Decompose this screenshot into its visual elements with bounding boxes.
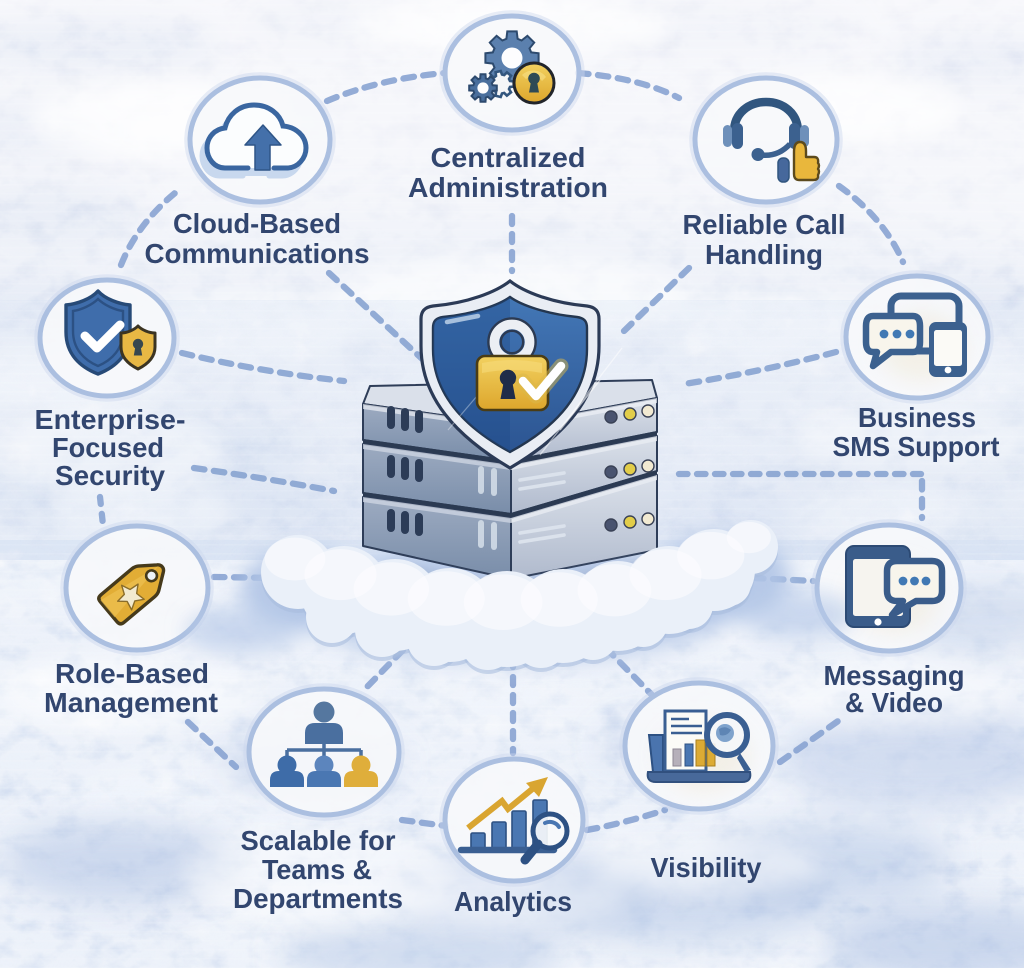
svg-text:Teams &: Teams & bbox=[262, 854, 372, 885]
svg-text:Role-Based: Role-Based bbox=[55, 658, 209, 689]
svg-text:Cloud-Based: Cloud-Based bbox=[173, 208, 341, 239]
svg-text:Departments: Departments bbox=[233, 883, 403, 914]
svg-text:SMS Support: SMS Support bbox=[833, 431, 1000, 462]
svg-text:Management: Management bbox=[44, 687, 218, 718]
svg-text:Messaging: Messaging bbox=[824, 660, 965, 691]
svg-text:Analytics: Analytics bbox=[454, 886, 572, 917]
svg-text:Security: Security bbox=[55, 460, 165, 491]
svg-text:& Video: & Video bbox=[845, 687, 943, 718]
svg-text:Focused: Focused bbox=[52, 432, 164, 463]
svg-text:Communications: Communications bbox=[145, 238, 370, 269]
svg-text:Centralized: Centralized bbox=[431, 142, 586, 173]
svg-text:Visibility: Visibility bbox=[651, 852, 762, 883]
svg-text:Scalable for: Scalable for bbox=[241, 825, 396, 856]
svg-text:Enterprise-: Enterprise- bbox=[35, 404, 186, 435]
svg-text:Business: Business bbox=[858, 402, 976, 433]
svg-text:Reliable Call: Reliable Call bbox=[683, 209, 846, 240]
svg-text:Administration: Administration bbox=[408, 172, 608, 203]
svg-text:Handling: Handling bbox=[705, 239, 823, 270]
